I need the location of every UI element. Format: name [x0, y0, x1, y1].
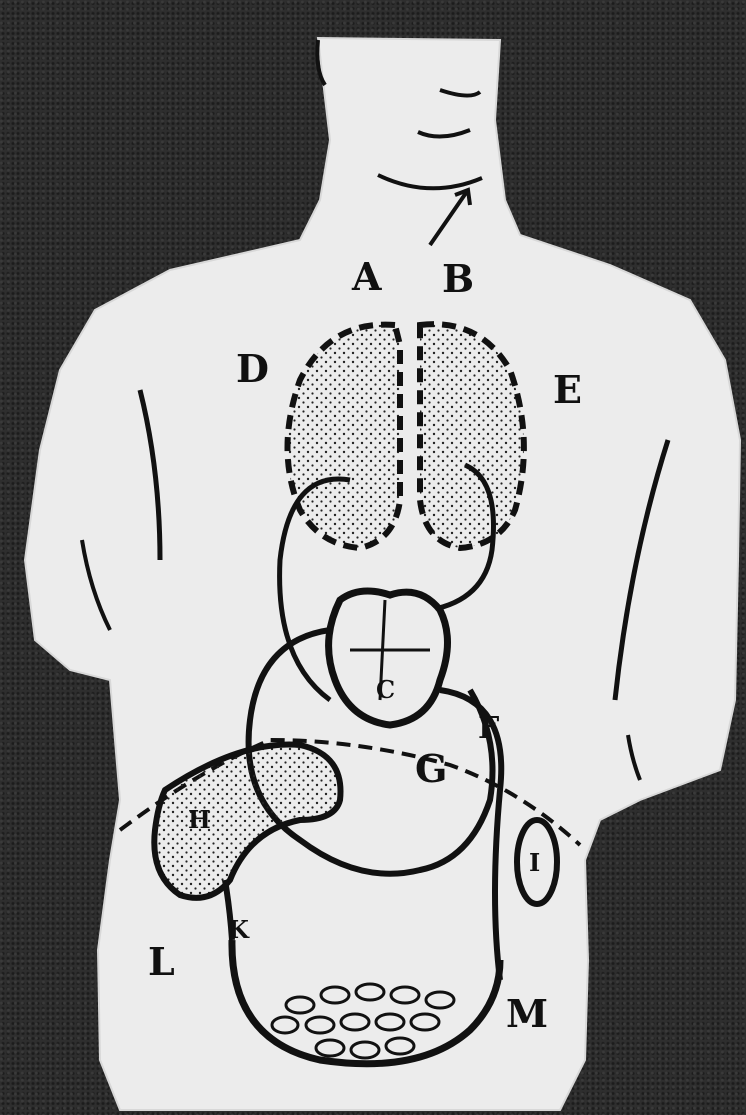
label-i: I [529, 848, 540, 877]
heart [329, 591, 448, 725]
label-h: H [188, 805, 211, 834]
label-f: F [478, 711, 499, 746]
label-e: E [553, 367, 582, 412]
label-d: D [236, 346, 269, 391]
label-g: G [415, 746, 447, 791]
label-a: A [351, 254, 382, 299]
label-c: C [376, 675, 395, 704]
label-k: K [228, 915, 250, 944]
label-l: L [148, 939, 175, 984]
label-m: M [506, 991, 548, 1036]
label-b: B [442, 256, 474, 301]
